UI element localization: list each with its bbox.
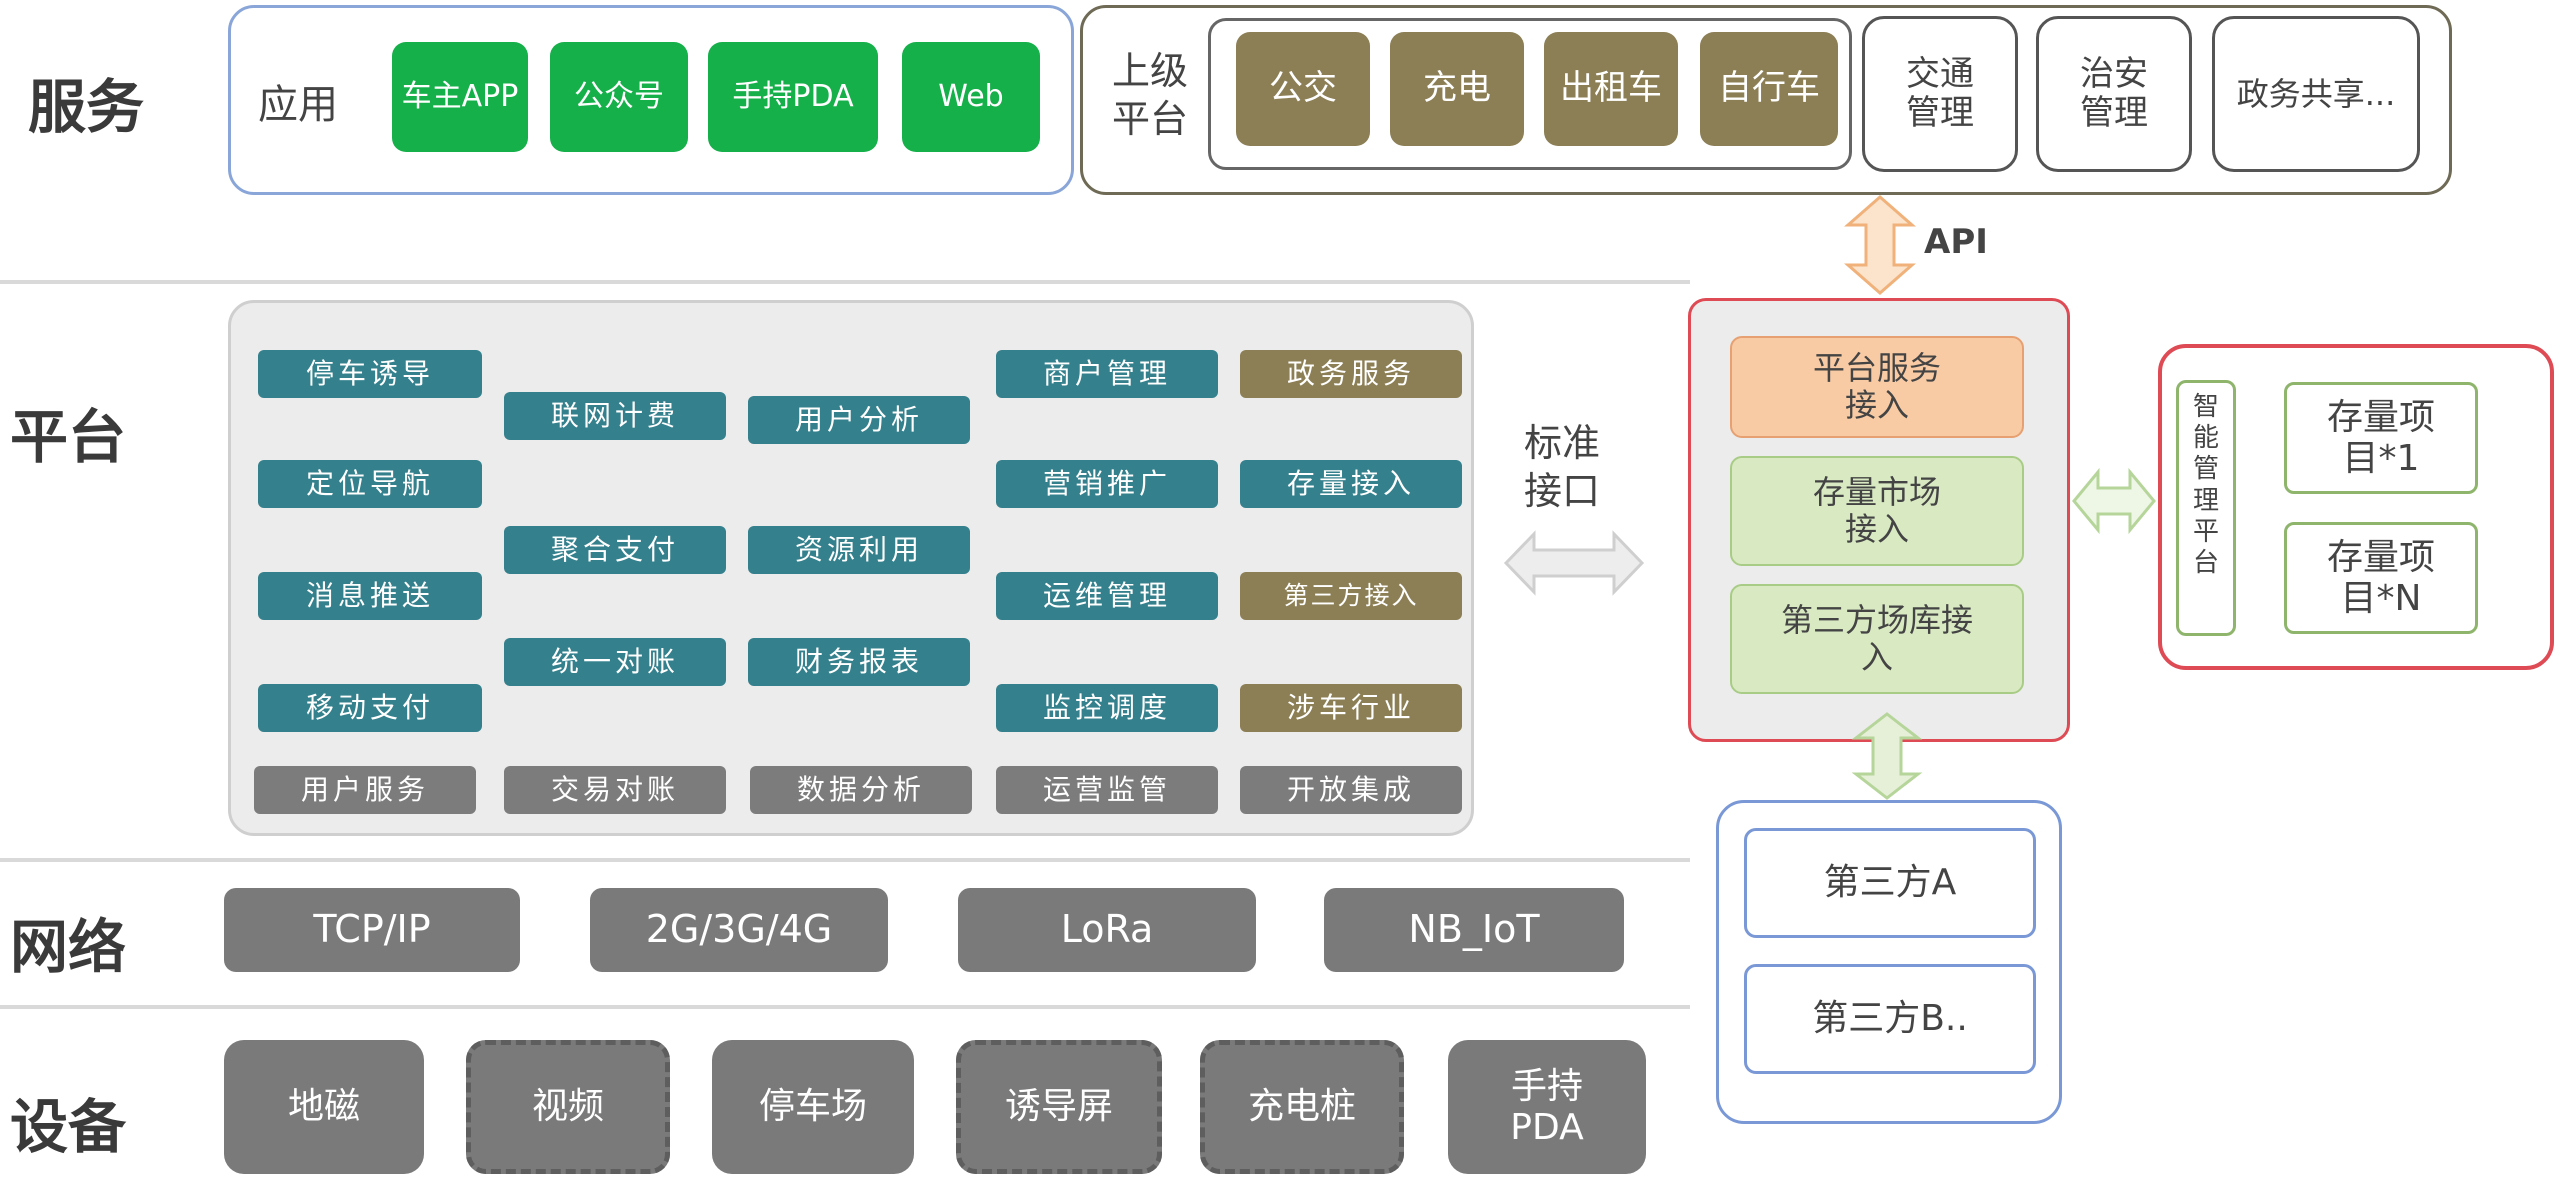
device-item: 停车场 <box>712 1040 914 1174</box>
layer-label-service: 服务 <box>28 73 145 141</box>
upper-platform-label-line: 平台 <box>1112 96 1189 141</box>
platform-module: 运维管理 <box>996 572 1218 620</box>
platform-base-module: 数据分析 <box>750 766 972 814</box>
app-item: 手持PDA <box>708 42 878 152</box>
upper-platform-label: 上级 平台 <box>1112 48 1188 143</box>
platform-module: 移动支付 <box>258 684 482 732</box>
platform-module: 停车诱导 <box>258 350 482 398</box>
std-interface-label: 标准 接口 <box>1524 421 1601 513</box>
platform-module: 涉车行业 <box>1240 684 1462 732</box>
smart-label-box <box>2176 380 2236 636</box>
platform-module: 存量接入 <box>1240 460 1462 508</box>
layer-label-platform: 平台 <box>10 403 127 471</box>
platform-module: 第三方接入 <box>1240 572 1462 620</box>
layer-label-network: 网络 <box>10 913 127 981</box>
upper-item: 充电 <box>1390 32 1524 146</box>
platform-module: 统一对账 <box>504 638 726 686</box>
smart-label: 智能管理平台 <box>2192 392 2219 578</box>
third-party-item: 第三方A <box>1744 828 2036 938</box>
upper-item: 公交 <box>1236 32 1370 146</box>
third-party-arrow-icon <box>1851 712 1923 800</box>
platform-module: 监控调度 <box>996 684 1218 732</box>
device-item: 视频 <box>466 1040 670 1174</box>
smart-project: 存量项 目*1 <box>2284 382 2478 494</box>
platform-base-module: 运营监管 <box>996 766 1218 814</box>
network-item: TCP/IP <box>224 888 520 972</box>
app-item: 车主APP <box>392 42 528 152</box>
upper-item: 出租车 <box>1544 32 1678 146</box>
platform-module: 消息推送 <box>258 572 482 620</box>
device-item: 地磁 <box>224 1040 424 1174</box>
std-interface-arrow-icon <box>1503 530 1645 596</box>
access-item: 平台服务 接入 <box>1730 336 2024 438</box>
platform-module: 财务报表 <box>748 638 970 686</box>
upper-platform-label-line: 上级 <box>1112 49 1189 93</box>
app-frame <box>228 5 1074 195</box>
layer-label-device: 设备 <box>10 1093 127 1161</box>
platform-module: 资源利用 <box>748 526 970 574</box>
network-item: NB_IoT <box>1324 888 1624 972</box>
platform-base-module: 用户服务 <box>254 766 476 814</box>
smart-link-arrow-icon <box>2072 467 2156 535</box>
platform-module: 商户管理 <box>996 350 1218 398</box>
mgmt-item: 治安 管理 <box>2036 16 2192 172</box>
app-item: 公众号 <box>550 42 688 152</box>
upper-item: 自行车 <box>1700 32 1838 146</box>
device-item: 手持 PDA <box>1448 1040 1646 1174</box>
platform-module: 定位导航 <box>258 460 482 508</box>
app-label: 应用 <box>258 82 338 128</box>
network-item: 2G/3G/4G <box>590 888 888 972</box>
mgmt-item: 交通 管理 <box>1862 16 2018 172</box>
api-arrow-icon <box>1844 195 1916 295</box>
platform-module: 聚合支付 <box>504 526 726 574</box>
platform-module: 政务服务 <box>1240 350 1462 398</box>
platform-module: 联网计费 <box>504 392 726 440</box>
upper-platform-inner-frame <box>1208 18 1852 170</box>
layer-separator <box>0 280 1690 284</box>
device-item: 充电桩 <box>1200 1040 1404 1174</box>
mgmt-item: 政务共享... <box>2212 16 2420 172</box>
access-item: 存量市场 接入 <box>1730 456 2024 566</box>
network-item: LoRa <box>958 888 1256 972</box>
layer-separator <box>0 1005 1690 1009</box>
platform-base-module: 交易对账 <box>504 766 726 814</box>
platform-module: 营销推广 <box>996 460 1218 508</box>
upper-platform-frame <box>1080 5 2452 195</box>
third-party-item: 第三方B.. <box>1744 964 2036 1074</box>
platform-base-module: 开放集成 <box>1240 766 1462 814</box>
platform-module: 用户分析 <box>748 396 970 444</box>
api-label: API <box>1924 222 1988 262</box>
device-item: 诱导屏 <box>956 1040 1162 1174</box>
access-item: 第三方场库接 入 <box>1730 584 2024 694</box>
app-item: Web <box>902 42 1040 152</box>
layer-separator <box>0 858 1690 862</box>
smart-project: 存量项 目*N <box>2284 522 2478 634</box>
